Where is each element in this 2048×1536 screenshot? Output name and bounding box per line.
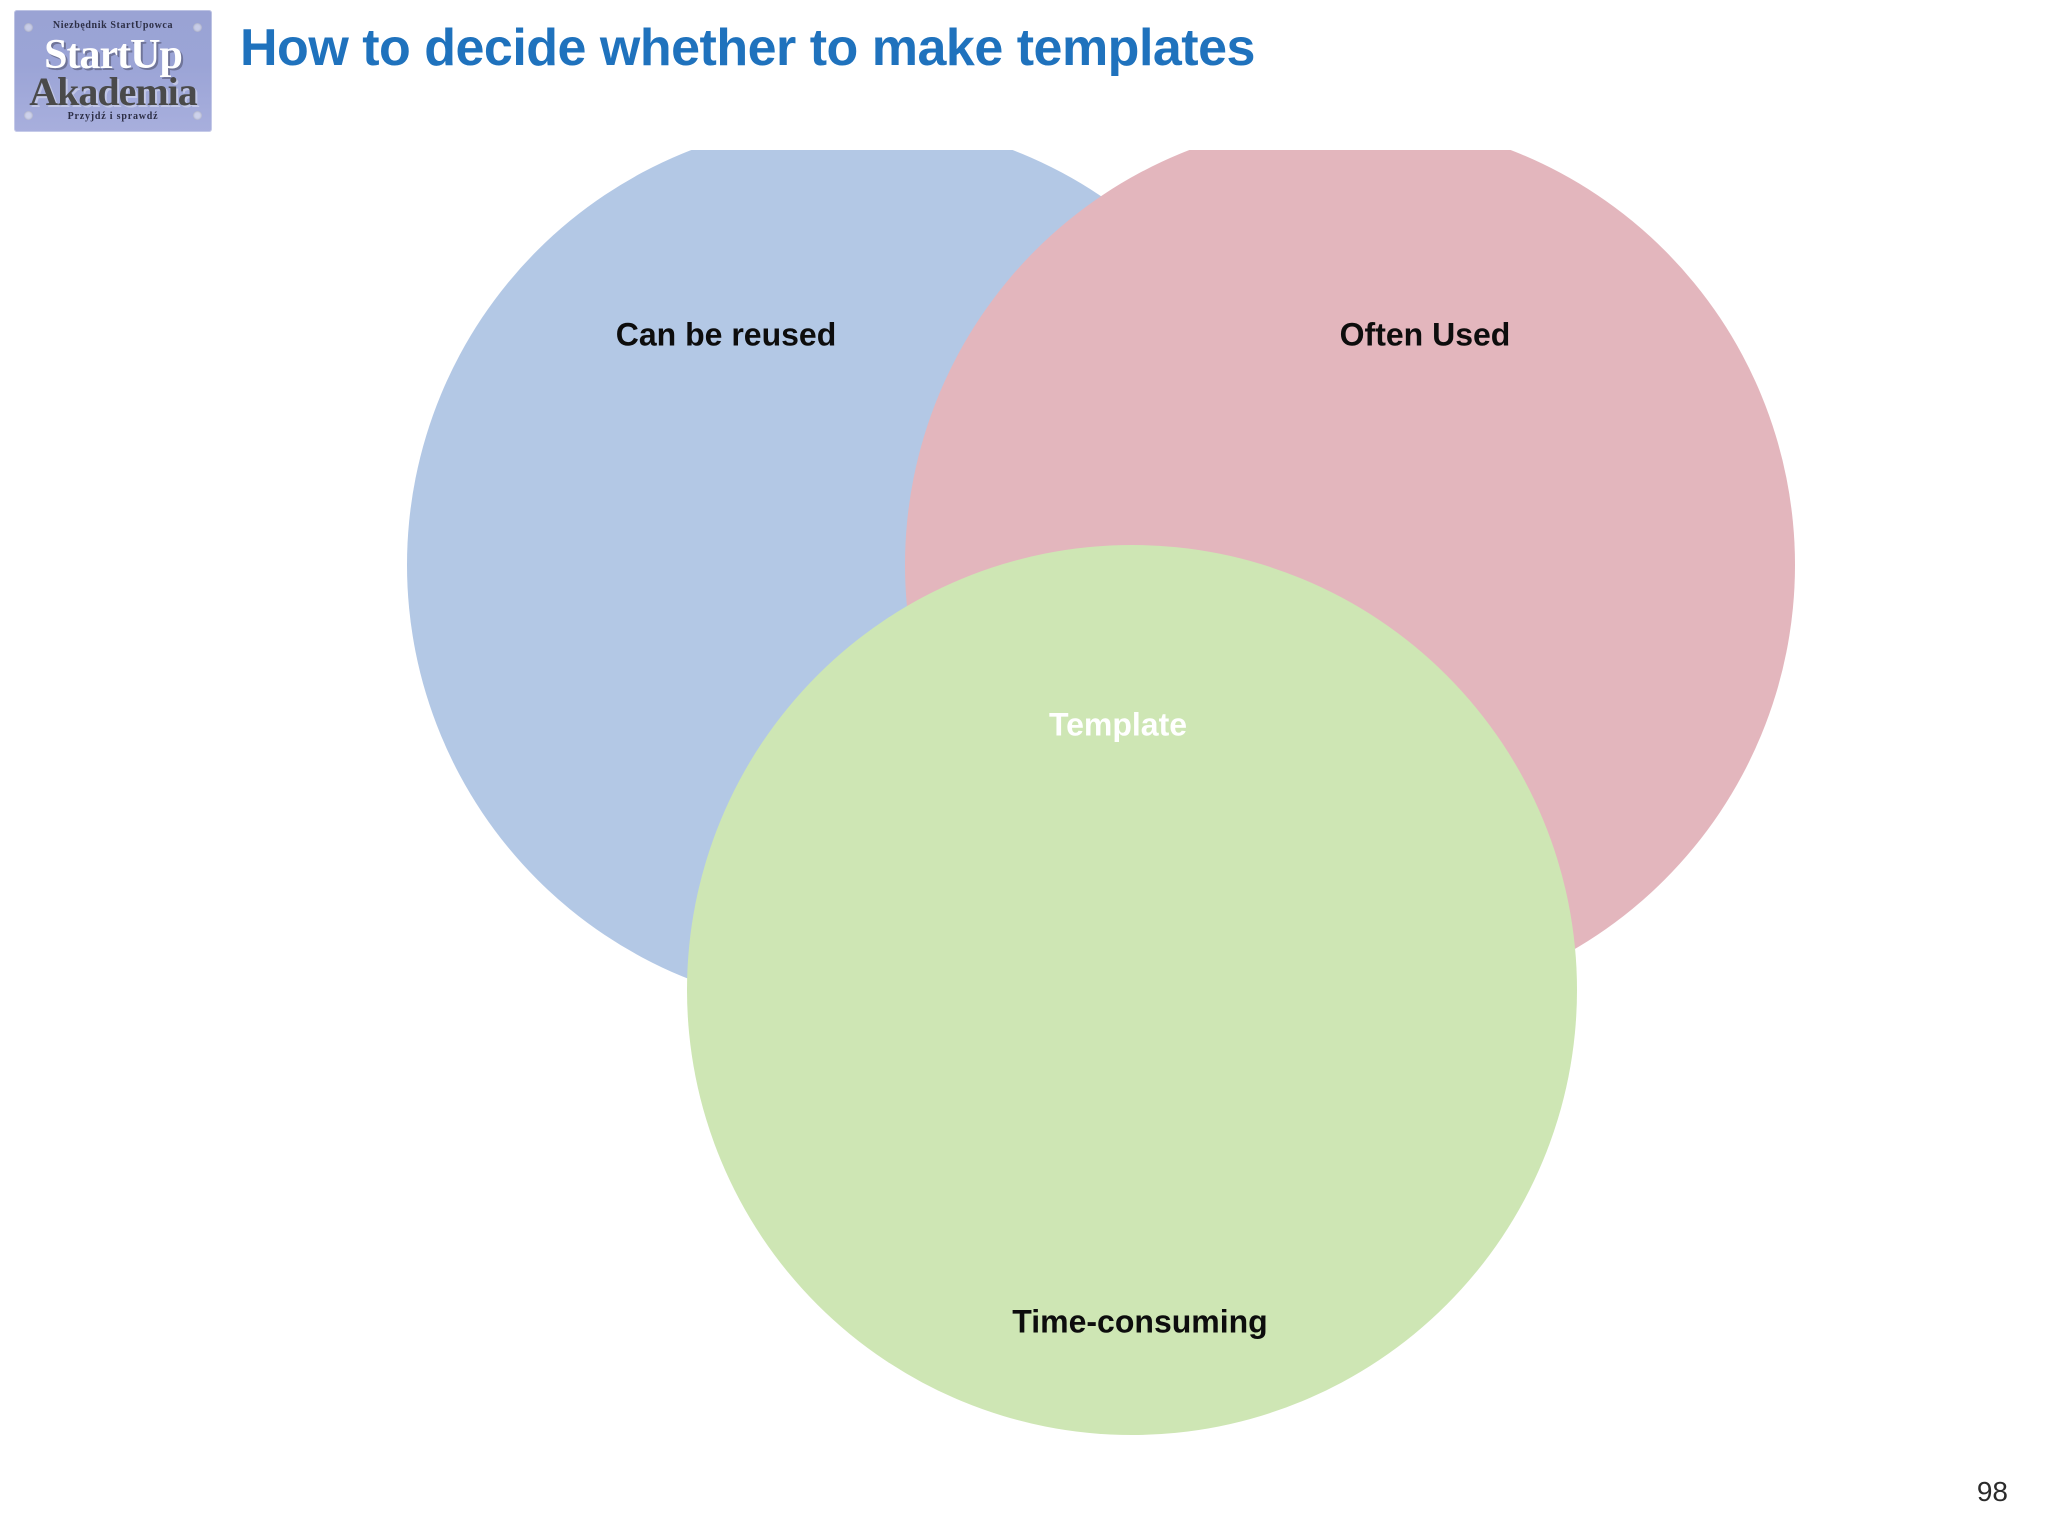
page-title: How to decide whether to make templates xyxy=(240,19,1255,77)
slide-header: Niezbędnik StartUpowca StartUp Akademia … xyxy=(0,0,2048,150)
logo-tagline-top: Niezbędnik StartUpowca xyxy=(52,20,174,31)
logo-screw-bottom-left-icon xyxy=(24,111,33,120)
venn-label-can-be-reused: Can be reused xyxy=(615,316,837,353)
venn-svg xyxy=(407,150,1795,1435)
logo-wordmark-line-2: Akademia xyxy=(29,69,198,114)
logo-tagline-bottom: Przyjdź i sprawdź xyxy=(67,111,159,122)
venn-diagram: Can be reused Often Used Template Time-c… xyxy=(0,150,2048,1470)
logo-screw-top-right-icon xyxy=(193,23,202,32)
logo-screw-top-left-icon xyxy=(24,23,33,32)
venn-label-template: Template xyxy=(1048,706,1188,743)
logo-wordmark-line-1: StartUp xyxy=(44,32,183,78)
venn-label-time-consuming: Time-consuming xyxy=(1012,1303,1268,1340)
venn-label-often-used: Often Used xyxy=(1339,316,1511,353)
logo-screw-bottom-right-icon xyxy=(193,111,202,120)
brand-logo: Niezbędnik StartUpowca StartUp Akademia … xyxy=(14,10,212,132)
venn-circle-time-consuming[interactable] xyxy=(687,545,1577,1435)
slide-number: 98 xyxy=(1976,1476,2008,1507)
